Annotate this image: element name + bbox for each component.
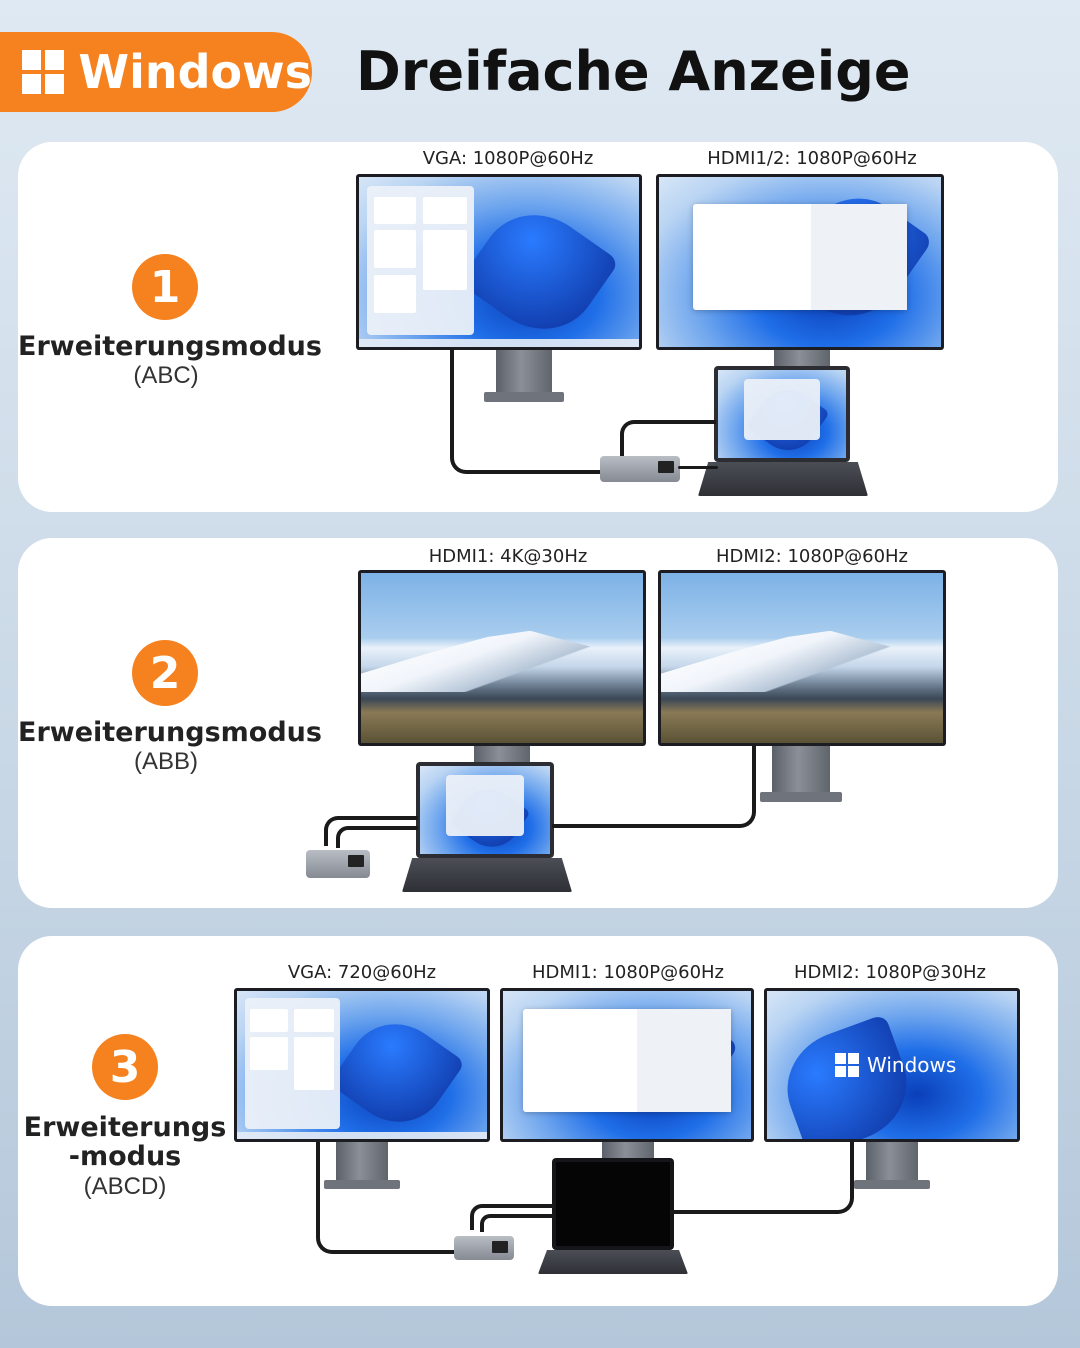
- laptop-keyboard: [698, 462, 868, 496]
- widgets-panel: [244, 998, 340, 1129]
- cable-hdmi2: [670, 1142, 854, 1214]
- mode-panel-1: 1 Erweiterungsmodus (ABC) VGA: 1080P@60H…: [18, 142, 1058, 512]
- laptop-keyboard: [402, 858, 572, 892]
- mode-code-3: (ABCD): [83, 1173, 167, 1200]
- monitor-base: [760, 792, 842, 802]
- xbox-update-dialog: [522, 1008, 732, 1113]
- monitor-base: [854, 1180, 930, 1189]
- usb-hub: [306, 850, 370, 878]
- badge-label: Windows: [78, 45, 312, 99]
- monitor-stand: [336, 1138, 388, 1182]
- laptop: [552, 1158, 674, 1250]
- cable-hdmi1-a: [470, 1204, 554, 1230]
- port-label-hdmi1: HDMI1: 1080P@60Hz: [531, 962, 725, 983]
- mode-number-3: 3: [92, 1034, 158, 1100]
- monitor-base: [324, 1180, 400, 1189]
- port-label-vga: VGA: 1080P@60Hz: [422, 148, 594, 169]
- mode-number-2: 2: [132, 640, 198, 706]
- usb-hub: [454, 1236, 514, 1260]
- cable-vga: [450, 348, 610, 474]
- usb-hub: [600, 456, 680, 482]
- cable-usbc: [678, 466, 718, 469]
- monitor-stand: [602, 1138, 654, 1158]
- cable-hdmi1-b: [480, 1214, 554, 1232]
- mode-code-2: (ABB): [133, 748, 198, 775]
- mode-code-1: (ABC): [133, 362, 199, 389]
- monitor-c: Windows: [764, 988, 1020, 1142]
- port-label-vga: VGA: 720@60Hz: [287, 962, 437, 983]
- xbox-update-dialog: [692, 204, 908, 310]
- monitor-b: [656, 174, 944, 350]
- mode-name-1: Erweiterungsmodus: [18, 331, 322, 362]
- mode-name-3-line1: Erweiterungs: [23, 1112, 227, 1143]
- monitor-a: [356, 174, 642, 350]
- mode-name-3-line2: -modus: [68, 1141, 182, 1172]
- port-label-hdmi2: HDMI2: 1080P@60Hz: [715, 546, 909, 567]
- monitor-a: [234, 988, 490, 1142]
- monitor-stand: [774, 346, 830, 366]
- monitor-base: [484, 392, 564, 402]
- cable-hdmi: [620, 420, 716, 462]
- windows-badge: Windows: [0, 32, 312, 112]
- port-label-hdmi12: HDMI1/2: 1080P@60Hz: [707, 148, 917, 169]
- laptop: [416, 762, 554, 858]
- monitor-stand: [772, 742, 830, 796]
- windows-screen-logo-text: Windows: [867, 1053, 957, 1077]
- laptop: [714, 366, 850, 462]
- mode-panel-3: 3 Erweiterungs -modus (ABCD) VGA: 720@60…: [18, 936, 1058, 1306]
- windows-logo-icon: [22, 50, 65, 94]
- mode-name-2: Erweiterungsmodus: [18, 717, 322, 748]
- mode-panel-2: 2 Erweiterungsmodus (ABB) HDMI1: 4K@30Hz…: [18, 538, 1058, 908]
- monitor-b: [658, 570, 946, 746]
- monitor-stand: [866, 1138, 918, 1182]
- page-title: Dreifache Anzeige: [356, 40, 911, 103]
- port-label-hdmi1: HDMI1: 4K@30Hz: [428, 546, 588, 567]
- monitor-a: [358, 570, 646, 746]
- monitor-stand: [496, 346, 552, 396]
- windows-screen-logo: Windows: [835, 1053, 956, 1077]
- cable-vga: [316, 1142, 466, 1254]
- cable-hdmi2: [552, 744, 756, 828]
- windows-logo-icon: [835, 1053, 859, 1077]
- cable-hdmi1-a: [324, 816, 418, 846]
- cable-hdmi1-b: [336, 826, 418, 848]
- port-label-hdmi2: HDMI2: 1080P@30Hz: [793, 962, 987, 983]
- laptop-keyboard: [538, 1250, 688, 1274]
- mode-number-1: 1: [132, 254, 198, 320]
- widgets-panel: [367, 185, 474, 336]
- monitor-b: [500, 988, 754, 1142]
